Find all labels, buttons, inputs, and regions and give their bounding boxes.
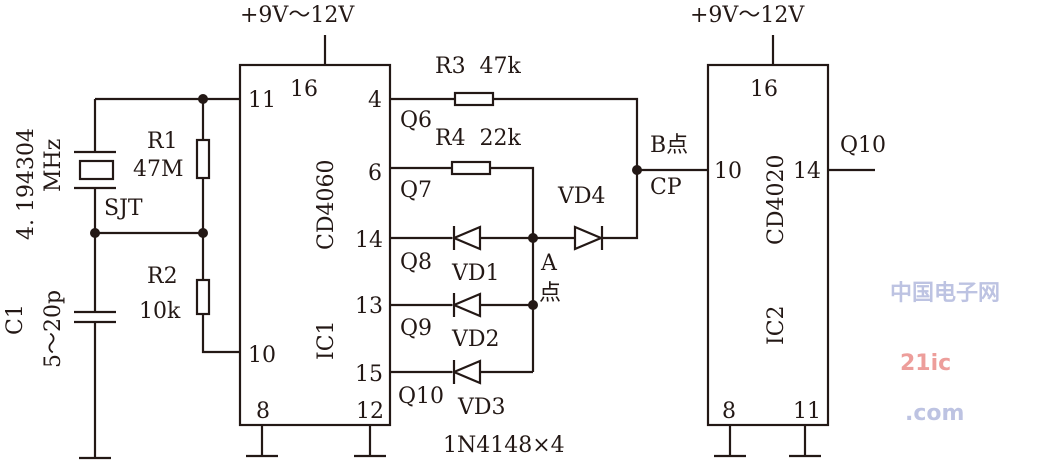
r4-resistor (450, 160, 492, 176)
ic2-part-label: CD4020 (764, 155, 789, 245)
r3-label: R3 47k (435, 54, 522, 79)
crystal-icon (78, 159, 115, 181)
r2-name: R2 (147, 264, 178, 289)
ic1-pin-4: 4 (368, 88, 382, 113)
ic1-pin-14: 14 (355, 228, 383, 253)
crystal-unit: MHz (41, 139, 66, 192)
vd4-diode-icon (573, 225, 604, 251)
ic1-pin-16: 16 (290, 77, 318, 102)
junction-dot (90, 228, 100, 238)
ic1-supply-label: +9V～12V (240, 3, 355, 28)
crystal-frequency: 4. 194304 (14, 128, 39, 240)
vd1-diode-icon (451, 225, 482, 251)
junction-dot (198, 228, 208, 238)
diode-part-label: 1N4148×4 (443, 433, 565, 458)
vd4-label: VD4 (557, 184, 606, 209)
junction-dot (198, 94, 208, 104)
cp-label: CP (650, 175, 682, 200)
vd3-diode-icon (451, 359, 482, 385)
vd2-label: VD2 (451, 327, 500, 352)
vd3-label: VD3 (457, 395, 506, 420)
junction-dot (528, 300, 538, 310)
watermark-cn: 中国电子网 (890, 281, 1000, 306)
ic2-box (706, 63, 830, 427)
node-b-dot (632, 165, 642, 175)
vd2-diode-icon (451, 292, 482, 318)
ic1-pin-11: 11 (248, 88, 276, 113)
node-b-label: B点 (650, 133, 688, 158)
watermark-domain: .com (905, 401, 964, 426)
ic1-name-label: IC1 (314, 320, 339, 360)
ic2-name-label: IC2 (764, 305, 789, 345)
r2-resistor (195, 278, 211, 316)
ic2-pin-10: 10 (714, 159, 742, 184)
r1-name: R1 (147, 129, 178, 154)
watermark-site: 21ic (900, 351, 951, 376)
ic1-pin-8: 8 (256, 399, 270, 424)
c1-name: C1 (3, 304, 28, 335)
ic2-pin-14: 14 (793, 159, 821, 184)
c1-value: 5～20p (41, 290, 66, 368)
q9-label: Q9 (400, 316, 432, 341)
ic2-q10-label: Q10 (840, 133, 886, 158)
q10-label: Q10 (398, 384, 444, 409)
ic2-ground-icon (714, 425, 821, 458)
ic1-box (238, 63, 392, 427)
ic1-pin-12: 12 (356, 399, 384, 424)
q8-label: Q8 (400, 250, 432, 275)
ic2-supply-label: +9V～12V (690, 3, 805, 28)
ic1-ground-icon (246, 425, 386, 458)
ic2-pin-8: 8 (722, 399, 736, 424)
r1-resistor (195, 138, 211, 180)
watermark: 中国电子网 21ic .com (890, 281, 1000, 426)
node-a-suffix: 点 (539, 281, 561, 306)
r3-resistor (453, 91, 495, 107)
ic1-pin-15: 15 (355, 362, 383, 387)
ic1-pin-6: 6 (368, 161, 382, 186)
node-a-dot (528, 233, 538, 243)
ic2-pin-11: 11 (793, 399, 821, 424)
r4-label: R4 22k (435, 126, 522, 151)
ic1-part-label: CD4060 (314, 160, 339, 250)
crystal-name: SJT (104, 196, 143, 221)
r1-value: 47M (133, 157, 184, 182)
node-a-label: A (540, 251, 558, 276)
r2-value: 10k (139, 299, 181, 324)
vd1-label: VD1 (451, 261, 500, 286)
ic2-pin-16: 16 (750, 77, 778, 102)
ic1-pin-13: 13 (355, 294, 383, 319)
ic1-pin-10: 10 (248, 343, 276, 368)
q6-label: Q6 (400, 108, 432, 133)
q7-label: Q7 (400, 178, 432, 203)
